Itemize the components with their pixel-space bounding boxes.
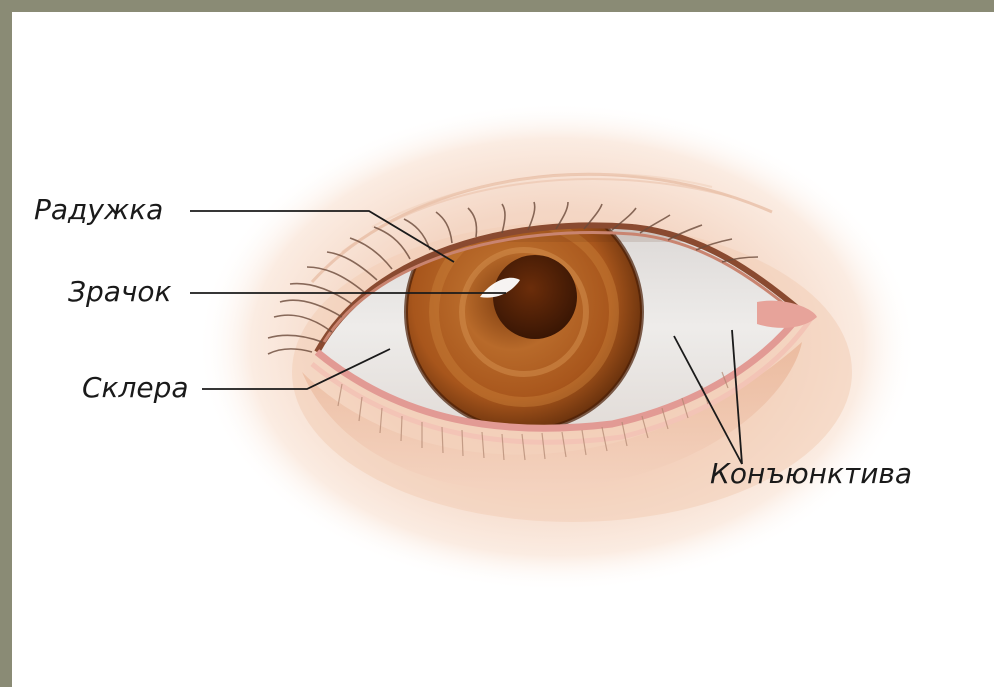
eye-illustration	[12, 12, 994, 687]
pupil-label: Зрачок	[68, 278, 171, 306]
pupil	[493, 255, 577, 339]
sclera-label: Склера	[82, 374, 189, 402]
diagram-canvas: Радужка Зрачок Склера Конъюнктива	[12, 12, 994, 687]
conjunctiva-label: Конъюнктива	[710, 460, 912, 488]
iris-label: Радужка	[34, 196, 163, 224]
